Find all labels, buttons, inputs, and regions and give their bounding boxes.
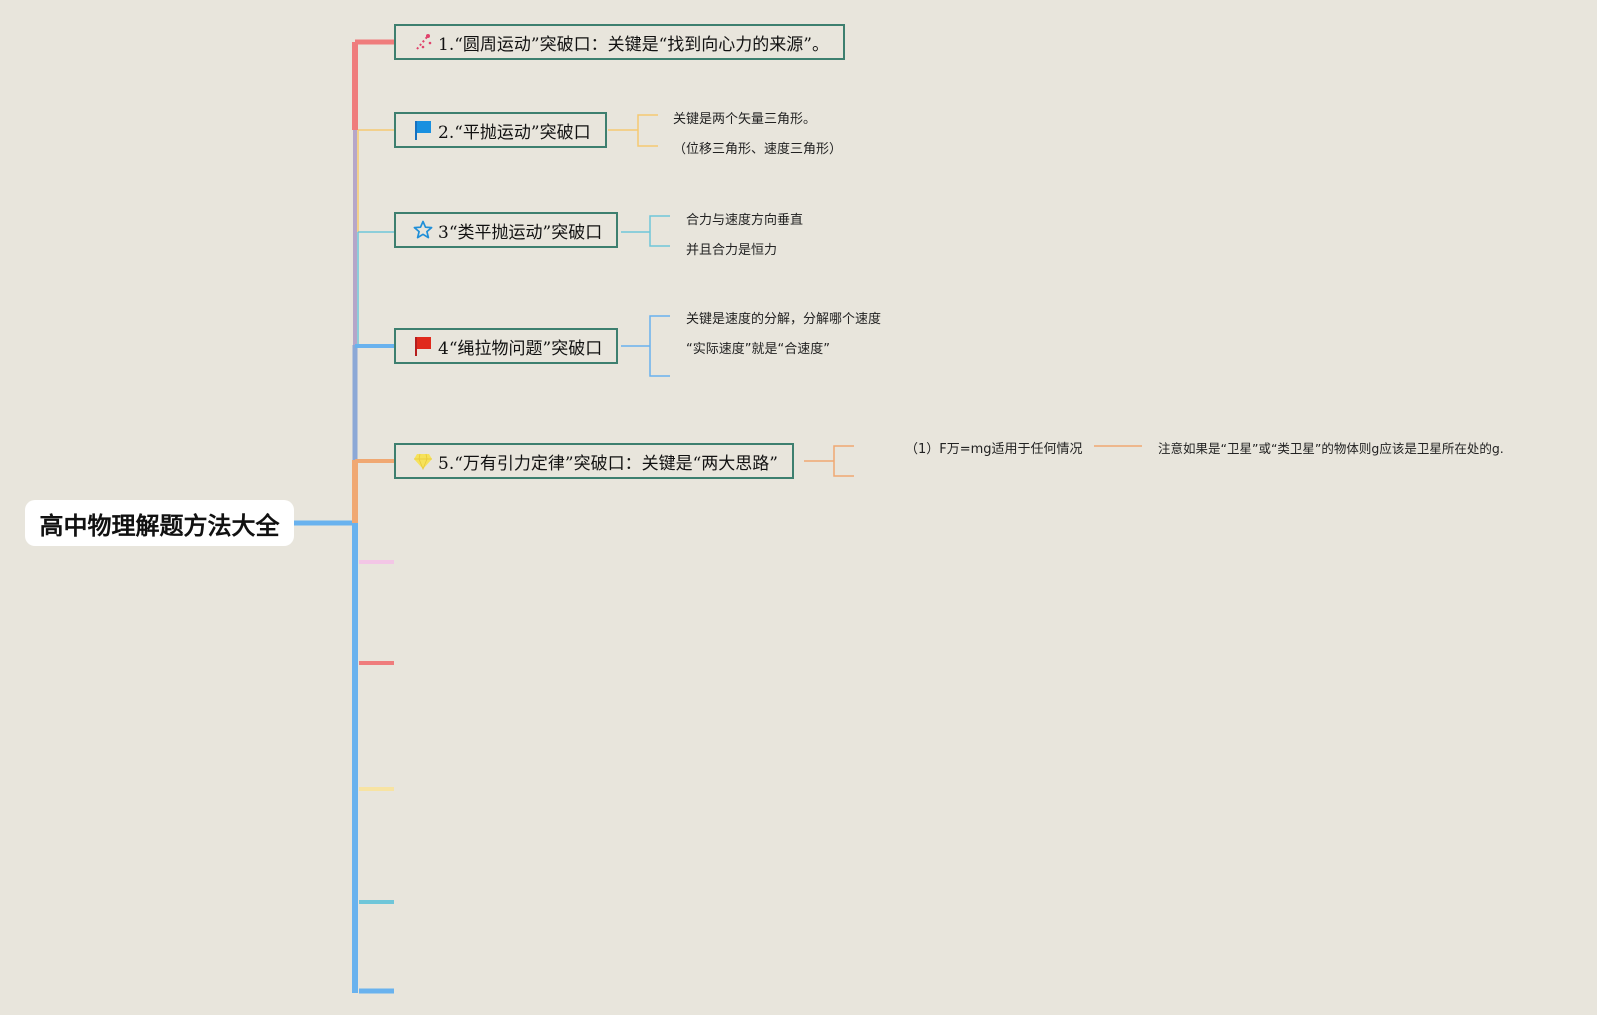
root-topic[interactable]: 高中物理解题方法大全 (25, 500, 294, 546)
star-outline-icon (412, 219, 434, 241)
sparkle-icon (412, 31, 434, 53)
note-actual-velocity: “实际速度”就是“合速度” (686, 342, 830, 357)
note-bracket (833, 445, 854, 477)
note-bracket (649, 315, 670, 377)
topic-universal-gravitation[interactable]: 5.“万有引力定律”突破口：关键是“两大思路” (394, 443, 794, 479)
root-title: 高中物理解题方法大全 (39, 511, 280, 540)
topic-projectile-motion[interactable]: 2.“平抛运动”突破口 (394, 112, 607, 148)
topic-quasi-projectile-motion[interactable]: 3“类平抛运动”突破口 (394, 212, 619, 248)
topic-circular-motion[interactable]: 1.“圆周运动”突破口：关键是“找到向心力的来源”。 (394, 24, 845, 60)
note-bracket (649, 215, 670, 247)
topic-label: 1.“圆周运动”突破口：关键是“找到向心力的来源”。 (438, 34, 829, 55)
note-force-perpendicular: 合力与速度方向垂直 (686, 213, 804, 228)
topic-label: 5.“万有引力定律”突破口：关键是“两大思路” (438, 453, 778, 474)
note-displacement-velocity-triangles: （位移三角形、速度三角形） (673, 142, 843, 157)
note-constant-force: 并且合力是恒力 (686, 243, 778, 258)
blue-flag-icon (412, 119, 434, 141)
topic-label: 3“类平抛运动”突破口 (438, 222, 603, 243)
red-flag-icon (412, 335, 434, 357)
topic-label: 4“绳拉物问题”突破口 (438, 338, 603, 359)
note-vector-triangles: 关键是两个矢量三角形。 (673, 112, 817, 127)
note-velocity-decomposition: 关键是速度的分解，分解哪个速度 (686, 312, 882, 327)
topic-label: 2.“平抛运动”突破口 (438, 122, 591, 143)
note-mg-formula: （1）F万=mg适用于任何情况 (905, 442, 1083, 457)
topic-rope-pulling-object[interactable]: 4“绳拉物问题”突破口 (394, 328, 619, 364)
yellow-gem-icon (412, 450, 434, 472)
note-bracket (637, 114, 658, 147)
note-satellite-g: 注意如果是“卫星”或“类卫星”的物体则g应该是卫星所在处的g. (1158, 441, 1504, 456)
